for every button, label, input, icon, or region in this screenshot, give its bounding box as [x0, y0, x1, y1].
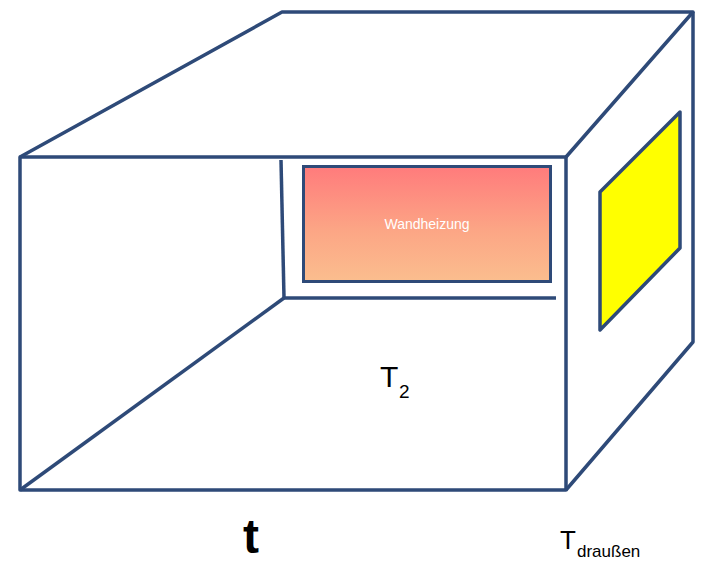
back-corner	[281, 160, 284, 298]
cropped-letter: t	[243, 513, 259, 561]
right-face	[566, 12, 693, 490]
temperature-symbol: T	[560, 527, 576, 553]
temperature-symbol: T	[380, 362, 398, 392]
window	[600, 112, 680, 330]
front-face	[20, 157, 566, 490]
heater-label: Wandheizung	[384, 216, 469, 232]
back-floor-edge	[284, 296, 556, 300]
temperature-subscript: 2	[399, 382, 410, 401]
wall-heater: Wandheizung	[302, 165, 552, 283]
top-face	[20, 12, 693, 157]
floor-edge	[20, 298, 284, 490]
temperature-subscript: draußen	[577, 543, 640, 560]
